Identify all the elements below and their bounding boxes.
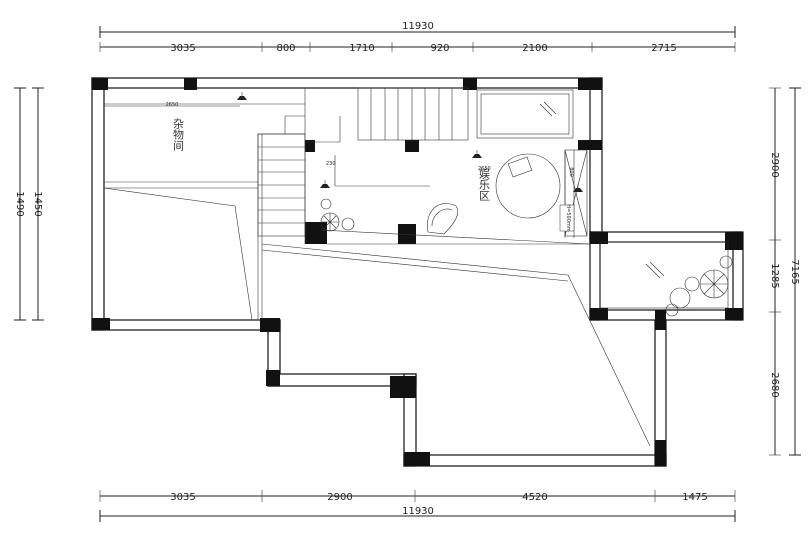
- bottom-dimension-total: 11930: [99, 506, 736, 522]
- plant-cluster-balcony: [665, 255, 733, 317]
- right-seg-3: 2680: [769, 372, 780, 397]
- top-seg-4: 920: [430, 43, 449, 54]
- stairs-top: [357, 87, 469, 141]
- top-seg-6: 2715: [651, 43, 676, 54]
- lamp-icon-entertainment: [472, 150, 482, 158]
- lamp-icon-storage: [237, 92, 247, 100]
- bottom-seg-4: 1475: [682, 492, 707, 503]
- left-inner-label: 1450: [32, 191, 43, 216]
- lamp-icon-cabinet: [573, 184, 583, 192]
- right-total-label: 7165: [789, 259, 800, 284]
- cabinet-right: H=500mm 800: [559, 149, 588, 237]
- round-table: [495, 153, 561, 219]
- right-dimension-total: 7165: [789, 87, 801, 456]
- cabinet-height-mark: H=500mm: [565, 204, 571, 231]
- left-dimension-inner: 1450: [32, 87, 44, 321]
- left-dimension-outer: 1490: [14, 87, 26, 321]
- top-total-label: 11930: [402, 21, 434, 32]
- glass-panel-balcony: [599, 241, 729, 309]
- top-seg-2: 800: [276, 43, 295, 54]
- right-seg-1: 2900: [769, 152, 780, 177]
- bottom-total-label: 11930: [402, 506, 434, 517]
- top-dimension-total: 11930: [99, 21, 736, 38]
- storage-width-mark: 2650: [166, 102, 179, 108]
- lamp-mark: 2650: [478, 166, 491, 172]
- left-outer-label: 1490: [14, 191, 25, 216]
- stairs-left: [257, 133, 306, 237]
- bottom-dimension-segments: 3035 2900 4520 1475: [99, 490, 736, 503]
- interior-lines: 2650: [103, 88, 651, 447]
- exterior-walls: [91, 77, 744, 467]
- plant-cluster-left: [320, 198, 355, 232]
- cabinet-length-mark: 800: [568, 167, 574, 177]
- right-dimension-segments: 2900 1285 2680: [769, 87, 781, 456]
- bottom-seg-3: 4520: [522, 492, 547, 503]
- glass-panel-top: [476, 89, 574, 139]
- stair-mark: 230: [326, 161, 336, 167]
- bottom-seg-1: 3035: [170, 492, 195, 503]
- top-seg-5: 2100: [522, 43, 547, 54]
- right-seg-2: 1285: [769, 263, 780, 288]
- top-seg-3: 1710: [349, 43, 374, 54]
- bottom-seg-2: 2900: [327, 492, 352, 503]
- top-seg-1: 3035: [170, 43, 195, 54]
- structural-columns: [92, 78, 743, 466]
- lamp-icon-stairs: [320, 180, 330, 188]
- room-label-entertainment: 娱乐区: [478, 167, 491, 201]
- room-label-storage: 杂物间: [172, 118, 185, 152]
- top-dimension-segments: 3035 800 1710 920 2100 2715: [99, 42, 736, 54]
- lounge-chair: [427, 203, 459, 235]
